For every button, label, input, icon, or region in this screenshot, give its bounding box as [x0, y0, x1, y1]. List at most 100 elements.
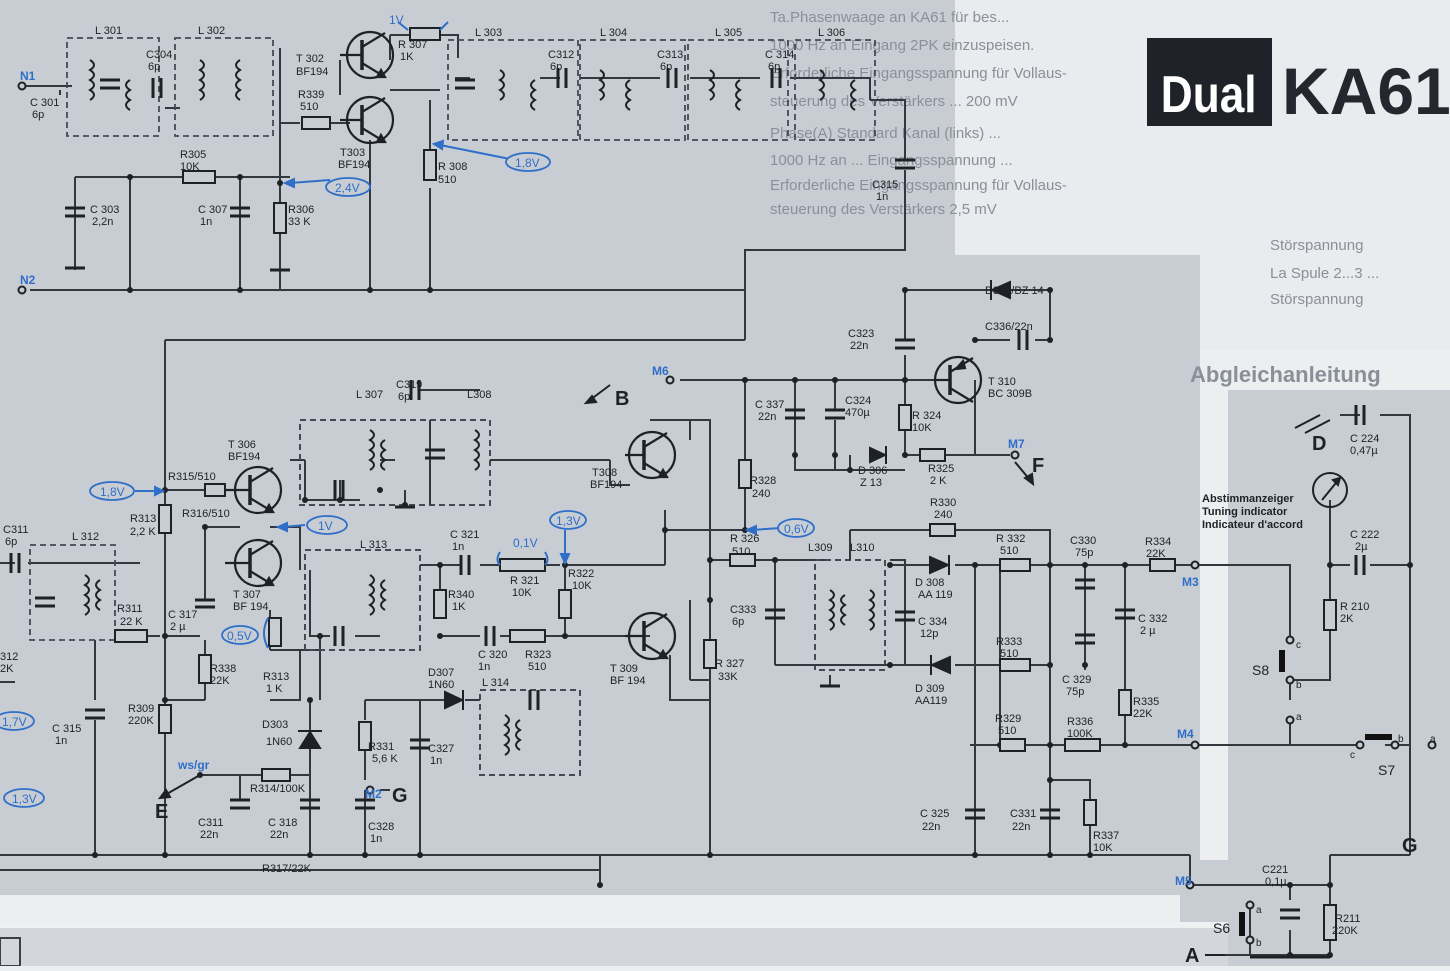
arrow-e: E — [155, 801, 168, 823]
svg-text:10K: 10K — [180, 161, 200, 173]
svg-text:510: 510 — [528, 661, 546, 673]
svg-text:R314/100K: R314/100K — [250, 783, 306, 795]
resistor-bodies — [114, 27, 1337, 941]
svg-text:R329: R329 — [995, 713, 1021, 725]
arrow-g-right: G — [1402, 835, 1418, 857]
svg-text:b: b — [1398, 734, 1404, 745]
svg-text:R 327: R 327 — [715, 658, 744, 670]
svg-text:R317/22K: R317/22K — [262, 863, 312, 875]
svg-text:C221: C221 — [1262, 864, 1288, 876]
svg-text:2 µ: 2 µ — [1140, 625, 1156, 637]
svg-text:D 309: D 309 — [915, 683, 944, 695]
node-m3: M3 — [1182, 575, 1199, 589]
if-cans-top — [29, 37, 876, 641]
svg-text:T303: T303 — [340, 147, 365, 159]
arrow-b: B — [615, 388, 629, 410]
svg-text:C336/22n: C336/22n — [985, 321, 1033, 333]
svg-text:2K: 2K — [0, 663, 14, 675]
svg-text:C 303: C 303 — [90, 204, 119, 216]
arrow-a: A — [1185, 945, 1199, 966]
ground-symbols — [65, 266, 1330, 959]
svg-text:22K: 22K — [1146, 548, 1166, 560]
svg-text:C311: C311 — [3, 524, 28, 536]
svg-text:R 210: R 210 — [1340, 601, 1369, 613]
switch-s7: S7 — [1378, 762, 1395, 778]
svg-text:C 224: C 224 — [1350, 433, 1379, 445]
inductor-label: L 303 — [475, 27, 502, 39]
svg-text:C333: C333 — [730, 604, 756, 616]
signal-arrows — [135, 21, 1331, 956]
voltage-label: 0,5V — [227, 629, 252, 643]
tuning-label-fr: Indicateur d'accord — [1202, 519, 1303, 531]
voltage-label: 1,8V — [100, 485, 125, 499]
svg-text:R306: R306 — [288, 204, 314, 216]
component-labels: L 301 L 302 L 303 L 304 L 305 L 306 L 30… — [0, 25, 1379, 937]
inductor-label: L 302 — [198, 25, 225, 37]
svg-text:C 317: C 317 — [168, 609, 197, 621]
svg-text:6p: 6p — [148, 61, 160, 73]
svg-text:C 329: C 329 — [1062, 674, 1091, 686]
svg-text:1N60: 1N60 — [266, 736, 292, 748]
svg-text:22n: 22n — [270, 829, 288, 841]
svg-text:R338: R338 — [210, 663, 236, 675]
svg-text:2µ: 2µ — [1355, 541, 1368, 553]
svg-text:510: 510 — [1000, 545, 1018, 557]
svg-text:C330: C330 — [1070, 535, 1096, 547]
svg-text:C 325: C 325 — [920, 808, 949, 820]
voltage-label: 1,7V — [2, 715, 27, 729]
svg-text:22n: 22n — [758, 411, 776, 423]
wire-color-label: ws/gr — [177, 758, 210, 772]
svg-text:R330: R330 — [930, 497, 956, 509]
svg-text:510: 510 — [300, 101, 318, 113]
bg-line: Störspannung — [1270, 237, 1363, 254]
svg-text:c: c — [1350, 750, 1355, 761]
svg-text:1n: 1n — [370, 833, 382, 845]
svg-text:R 307: R 307 — [398, 39, 427, 51]
tuning-indicator-meter — [1312, 472, 1348, 508]
inductor-label: L 305 — [715, 27, 742, 39]
svg-text:R211: R211 — [1335, 913, 1360, 925]
svg-text:BF194: BF194 — [296, 66, 328, 78]
arrow-d: D — [1312, 433, 1326, 455]
inductor-label: L 304 — [600, 27, 627, 39]
svg-text:R305: R305 — [180, 149, 206, 161]
svg-text:AA119: AA119 — [915, 695, 947, 707]
svg-text:R325: R325 — [928, 463, 954, 475]
svg-text:BC 309B: BC 309B — [988, 388, 1032, 400]
inductor-label: L310 — [850, 542, 874, 554]
svg-text:10K: 10K — [1093, 842, 1113, 854]
svg-text:C 315: C 315 — [52, 723, 81, 735]
svg-text:1 K: 1 K — [266, 683, 283, 695]
tuning-label-en: Tuning indicator — [1202, 506, 1288, 518]
voltage-label: 1,8V — [515, 156, 540, 170]
voltage-label: 1,3V — [556, 514, 581, 528]
svg-text:T 306: T 306 — [228, 439, 256, 451]
svg-text:22K: 22K — [1133, 708, 1153, 720]
svg-text:1n: 1n — [55, 735, 67, 747]
svg-text:C 222: C 222 — [1350, 529, 1379, 541]
svg-text:220K: 220K — [128, 715, 154, 727]
svg-text:R333: R333 — [996, 636, 1022, 648]
voltage-label: 0,1V — [513, 536, 538, 550]
svg-text:2K: 2K — [1340, 613, 1354, 625]
svg-text:C324: C324 — [845, 395, 871, 407]
svg-text:BF194: BF194 — [590, 479, 622, 491]
svg-text:a: a — [1296, 712, 1302, 723]
transistor-t306 — [225, 465, 283, 515]
arrow-letters: B F D E G G A — [155, 388, 1418, 967]
svg-text:R 326: R 326 — [730, 533, 759, 545]
svg-text:D303: D303 — [262, 719, 288, 731]
svg-text:C319: C319 — [396, 379, 422, 391]
node-m6: M6 — [652, 364, 669, 378]
svg-text:BF194: BF194 — [338, 159, 370, 171]
transistor-t310 — [933, 355, 983, 405]
node-m5: M5 — [1175, 874, 1192, 888]
svg-text:240: 240 — [934, 509, 952, 521]
svg-text:1n: 1n — [200, 216, 212, 228]
svg-text:22 K: 22 K — [120, 616, 143, 628]
svg-text:b: b — [1256, 938, 1262, 949]
inductor-label: L 312 — [72, 531, 99, 543]
switch-s8: S8 — [1252, 662, 1269, 678]
svg-text:6p: 6p — [32, 109, 44, 121]
